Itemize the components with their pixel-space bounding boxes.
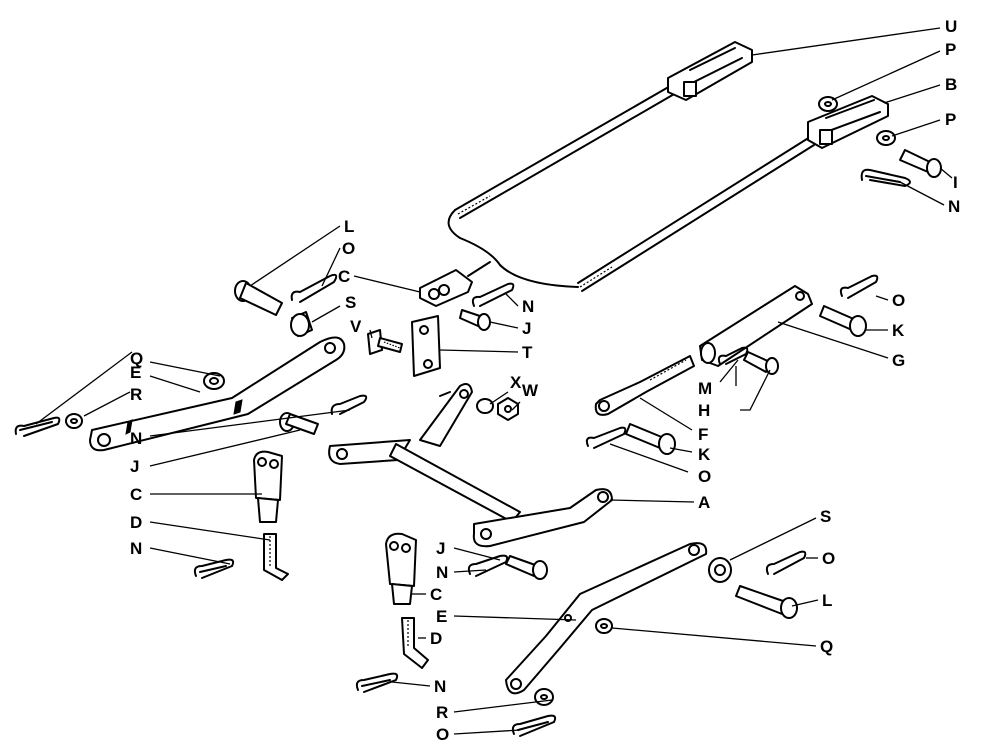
- clip-m: [717, 346, 749, 365]
- callout-j-upper: J: [522, 319, 531, 338]
- callout-m: M: [698, 379, 712, 398]
- callout-h: H: [698, 401, 710, 420]
- callout-q-left: Q: [130, 349, 143, 368]
- cross-shaft-a: [328, 383, 613, 548]
- washer-x: [476, 398, 494, 414]
- washer-p-upper: [818, 96, 838, 112]
- callout-n-lower-center: N: [434, 677, 446, 696]
- clip-n-top: [860, 168, 911, 187]
- callout-o-bottom: O: [436, 725, 449, 744]
- plate-t: [411, 315, 441, 377]
- callout-u-top: U: [945, 17, 957, 36]
- callout-o-lower-right: O: [822, 549, 835, 568]
- callout-a: A: [698, 493, 710, 512]
- callout-j-left: J: [130, 457, 139, 476]
- link-arm-left: [89, 336, 346, 452]
- callout-s-right: S: [820, 507, 831, 526]
- callout-x: X: [510, 373, 522, 392]
- callout-o-middle: O: [698, 467, 711, 486]
- callout-p-top: P: [945, 40, 956, 59]
- callout-n-upper-mid: N: [522, 297, 534, 316]
- callout-n-left: N: [130, 429, 142, 448]
- callout-o-upper-left: O: [342, 239, 355, 258]
- callout-l-lower: L: [822, 591, 832, 610]
- callout-i: I: [953, 173, 958, 192]
- callout-n-lower-mid: N: [436, 563, 448, 582]
- callout-s-left: S: [345, 293, 356, 312]
- callout-g: G: [892, 351, 905, 370]
- threaded-rod-d-lower: [401, 617, 429, 669]
- clip-o-middle: [585, 426, 627, 449]
- clip-o-right-upper: [839, 274, 879, 299]
- callout-d-lower: D: [430, 629, 442, 648]
- callout-e-left: E: [130, 363, 141, 382]
- threaded-fork-f: [594, 355, 695, 416]
- pin-h: [743, 351, 779, 375]
- callout-v: V: [350, 317, 362, 336]
- clip-o-upper-left: [290, 273, 338, 303]
- callout-r-left: R: [130, 385, 142, 404]
- fork-end-u: [667, 41, 753, 101]
- pin-j-upper: [459, 309, 491, 331]
- bolt-v: [367, 329, 403, 355]
- callout-j-lower: J: [436, 539, 445, 558]
- washer-r-left: [65, 413, 83, 429]
- callout-n-top-right: N: [948, 197, 960, 216]
- spacer-s-right: [708, 557, 732, 583]
- pin-l-lower: [735, 585, 798, 619]
- threaded-rod-d-left: [263, 533, 289, 581]
- washer-r-right: [534, 688, 554, 706]
- long-rod-upper: [447, 84, 677, 266]
- long-rod-lower: [499, 136, 815, 292]
- callout-b: B: [945, 75, 957, 94]
- spacer-s-left: [290, 311, 313, 337]
- washer-q-right: [595, 618, 613, 634]
- callout-p-second: P: [945, 110, 956, 129]
- callout-l-upper: L: [344, 217, 354, 236]
- callout-k-middle: K: [698, 445, 711, 464]
- fork-end-b: [807, 95, 889, 149]
- clip-n-upper: [471, 282, 515, 307]
- clip-n-lower-left: [193, 558, 235, 579]
- clip-n-left: [330, 394, 368, 415]
- clip-o-bottom: [511, 714, 557, 737]
- callout-c-left: C: [130, 485, 142, 504]
- turnbuckle-tube-g: [699, 285, 813, 367]
- pin-k-middle: [625, 423, 676, 455]
- callout-q-right: Q: [820, 637, 833, 656]
- callout-c-top: C: [338, 267, 350, 286]
- washer-p-lower: [876, 130, 896, 146]
- clip-n-lower-mid: [467, 554, 509, 577]
- clevis-c-lower: [385, 532, 417, 605]
- clevis-c-left: [253, 450, 283, 523]
- clip-n-lower-center: [355, 672, 399, 693]
- callout-d-left: D: [130, 513, 142, 532]
- leader-lines: [35, 27, 953, 735]
- pin-j-lower: [505, 555, 548, 580]
- pin-k-right: [819, 305, 867, 337]
- callout-w: W: [522, 381, 539, 400]
- callout-e-right: E: [436, 607, 447, 626]
- callout-r-right: R: [436, 703, 448, 722]
- callout-o-right-upper: O: [892, 291, 905, 310]
- clip-o-lower-right: [765, 550, 807, 575]
- callout-f: F: [698, 425, 708, 444]
- link-arm-right: [505, 542, 708, 695]
- clevis-c-top: [419, 261, 491, 307]
- callout-t: T: [522, 343, 533, 362]
- nut-w: [497, 397, 519, 421]
- clip-o-far-left: [14, 416, 61, 437]
- callout-n-lower-left: N: [130, 539, 142, 558]
- callout-labels: U P B P I N L O C N S V J O K T G Q E R …: [130, 17, 960, 744]
- callout-k-right: K: [892, 321, 905, 340]
- pin-i: [899, 149, 942, 178]
- washer-q-left: [203, 372, 225, 390]
- pin-l-upper: [234, 280, 283, 316]
- callout-c-lower: C: [430, 585, 442, 604]
